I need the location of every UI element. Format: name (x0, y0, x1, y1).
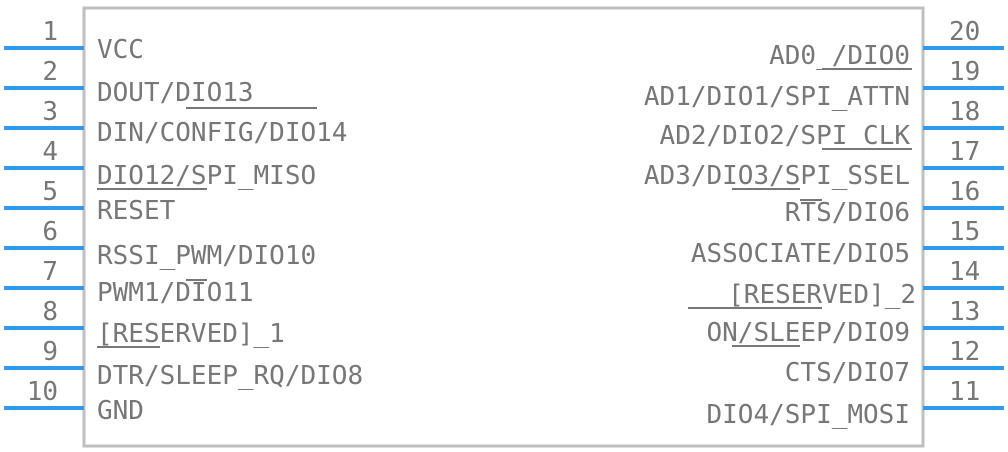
pin-number-12: 12 (949, 337, 980, 367)
pin-number-14: 14 (949, 257, 980, 287)
pin-label-16: RTS/DIO6 (785, 198, 910, 228)
left-pin-labels: VCC DOUT/DIO13 DIN/CONFIG/DIO14 DIO12/SP… (97, 35, 363, 426)
pin-label-19: AD1/DIO1/SPI_ATTN (644, 82, 910, 112)
pin-label-2: DOUT/DIO13 (97, 78, 254, 108)
pin-label-5: RESET (97, 196, 176, 226)
pin-label-9: DTR/SLEEP_RQ/DIO8 (97, 361, 363, 391)
pin-number-16: 16 (949, 177, 980, 207)
pin-number-13: 13 (949, 297, 980, 327)
pin-label-7: PWM1/DIO11 (97, 278, 254, 308)
pin-label-20: AD0_/DIO0 (769, 41, 910, 71)
pin-label-6: RSSI_PWM/DIO10 (97, 241, 316, 271)
pin-number-1: 1 (42, 17, 58, 47)
pin-label-13: ON/SLEEP/DIO9 (707, 318, 911, 348)
pin-number-17: 17 (949, 137, 980, 167)
signal-overlines (97, 68, 912, 348)
right-pin-lines (923, 46, 1004, 410)
pin-number-20: 20 (949, 17, 980, 47)
pin-number-2: 2 (42, 57, 58, 87)
pin-number-9: 9 (42, 337, 58, 367)
pin-number-10: 10 (27, 377, 58, 407)
pin-number-6: 6 (42, 217, 58, 247)
pin-label-4: DIO12/SPI_MISO (97, 161, 316, 191)
pin-label-14: [RESERVED]_2 (728, 280, 916, 310)
pin-number-11: 11 (949, 377, 980, 407)
pin-number-3: 3 (42, 97, 58, 127)
pin-label-3: DIN/CONFIG/DIO14 (97, 118, 347, 148)
pin-label-18: AD2/DIO2/SPI_CLK (660, 121, 911, 151)
component-body (82, 6, 925, 448)
pin-label-10: GND (97, 396, 144, 426)
pin-label-11: DIO4/SPI_MOSI (707, 400, 911, 430)
pin-label-15: ASSOCIATE/DIO5 (691, 239, 910, 269)
right-pin-numbers: 20 19 18 17 16 15 14 13 12 11 (949, 17, 980, 407)
pin-label-1: VCC (97, 35, 144, 65)
left-pin-lines (4, 46, 84, 410)
pin-number-8: 8 (42, 297, 58, 327)
pin-number-18: 18 (949, 97, 980, 127)
pin-number-15: 15 (949, 217, 980, 247)
right-pin-labels: AD0_/DIO0 AD1/DIO1/SPI_ATTN AD2/DIO2/SPI… (644, 41, 916, 430)
pin-number-4: 4 (42, 137, 58, 167)
pin-label-8: [RESERVED]_1 (97, 319, 285, 349)
left-pin-numbers: 1 2 3 4 5 6 7 8 9 10 (27, 17, 58, 407)
pin-number-19: 19 (949, 57, 980, 87)
pin-number-7: 7 (42, 257, 58, 287)
pin-number-5: 5 (42, 177, 58, 207)
pin-label-17: AD3/DIO3/SPI_SSEL (644, 161, 910, 191)
pin-label-12: CTS/DIO7 (785, 358, 910, 388)
